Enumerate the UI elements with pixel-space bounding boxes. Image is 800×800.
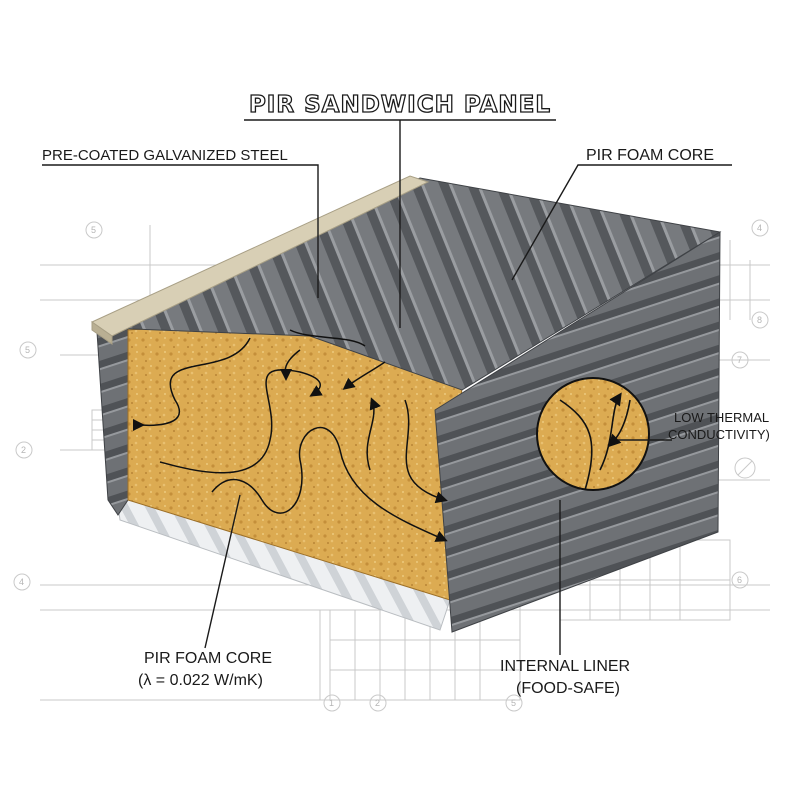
label-food-safe: (FOOD-SAFE) bbox=[516, 680, 620, 697]
leader-lines bbox=[42, 120, 732, 655]
grid-mark: 5 bbox=[511, 698, 516, 708]
grid-mark: 1 bbox=[329, 698, 334, 708]
magnifier-detail bbox=[536, 377, 650, 491]
grid-mark: 5 bbox=[91, 225, 96, 235]
diagram-title: PIR SANDWICH PANEL bbox=[249, 92, 551, 118]
label-low-thermal: LOW THERMAL bbox=[674, 410, 769, 425]
label-pre-coated-steel: PRE-COATED GALVANIZED STEEL bbox=[42, 147, 288, 164]
grid-mark: 5 bbox=[25, 345, 30, 355]
grid-mark: 8 bbox=[757, 315, 762, 325]
heat-flow-arrows bbox=[132, 329, 448, 542]
grid-mark: 6 bbox=[737, 575, 742, 585]
left-edge-steel bbox=[96, 321, 129, 516]
label-internal-liner: INTERNAL LINER bbox=[500, 658, 630, 675]
label-pir-foam-core-bottom: PIR FOAM CORE bbox=[144, 650, 272, 667]
label-pir-foam-core-top: PIR FOAM CORE bbox=[586, 147, 714, 164]
grid-mark: 2 bbox=[375, 698, 380, 708]
grid-mark: 7 bbox=[737, 355, 742, 365]
label-conductivity: CONDUCTIVITY) bbox=[668, 427, 770, 442]
label-lambda-value: (λ = 0.022 W/mK) bbox=[138, 672, 263, 689]
grid-mark: 4 bbox=[757, 223, 762, 233]
grid-mark: 2 bbox=[21, 445, 26, 455]
edge-cap-flashing-lip bbox=[91, 321, 113, 345]
grid-mark: 4 bbox=[19, 577, 24, 587]
